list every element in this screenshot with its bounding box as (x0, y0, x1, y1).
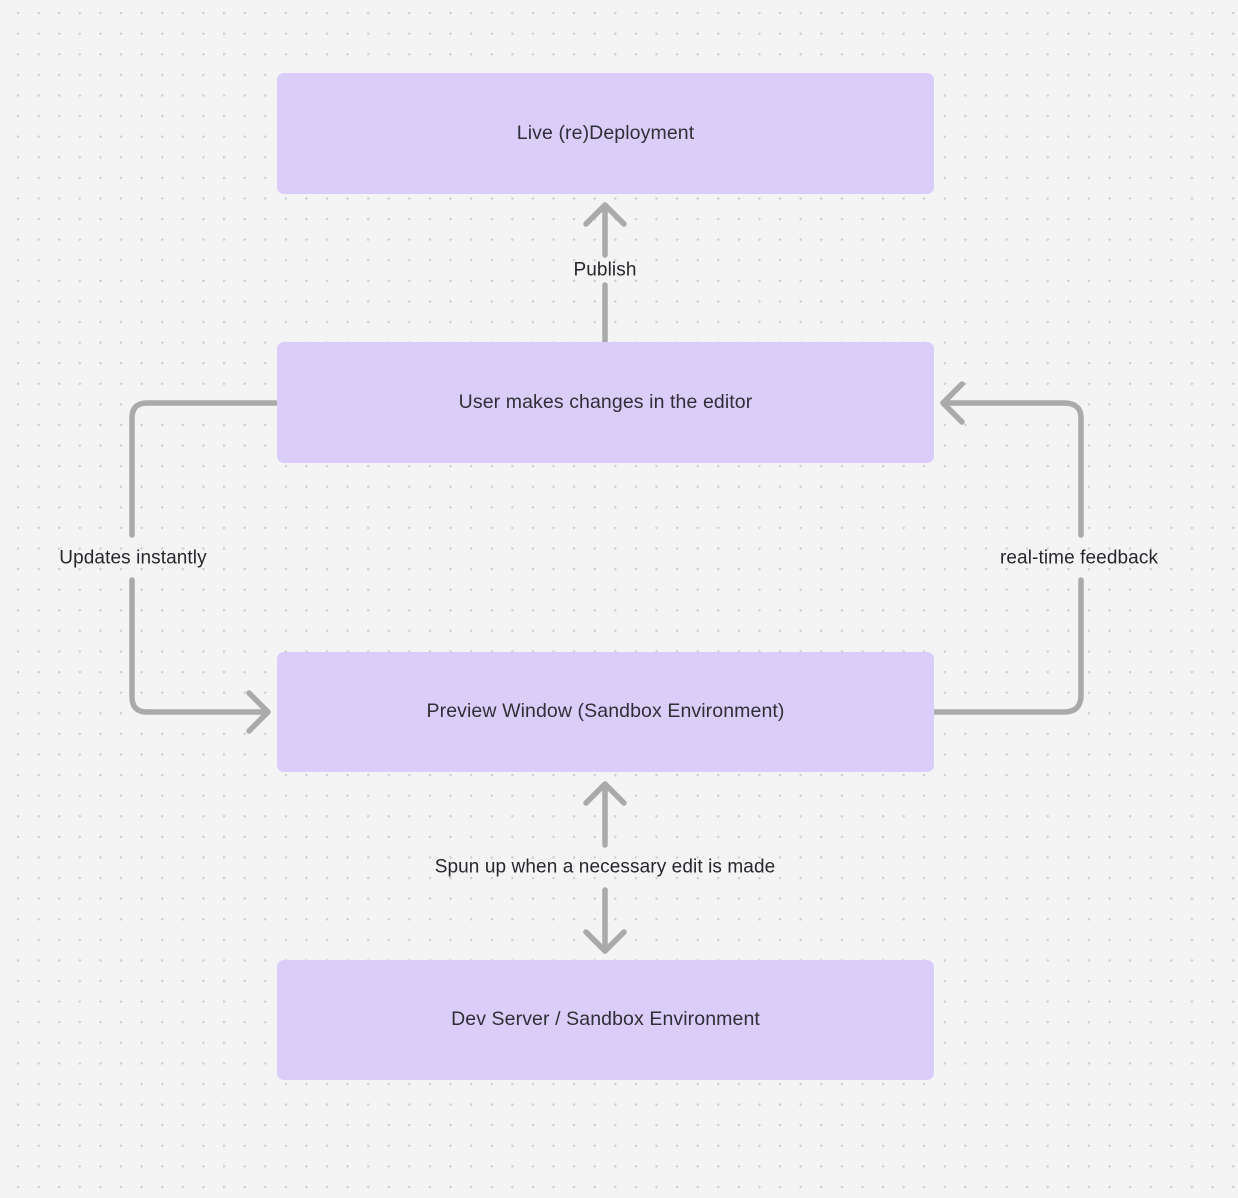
node-user-edits[interactable]: User makes changes in the editor (277, 342, 934, 463)
edge-feedback-upper-segment (940, 400, 1084, 538)
edge-updates-arrowhead (246, 690, 271, 734)
edge-label-spun-up: Spun up when a necessary edit is made (434, 856, 776, 878)
edge-updates-upper-segment (129, 400, 280, 538)
edge-spunup-down-arrowhead (583, 929, 627, 954)
edge-spunup-up-arrowhead (583, 781, 627, 806)
node-label: User makes changes in the editor (458, 390, 753, 413)
node-live-deployment[interactable]: Live (re)Deployment (277, 73, 934, 194)
edge-updates-lower-segment (129, 577, 271, 715)
edge-feedback-lower-segment (931, 577, 1084, 715)
node-preview-window[interactable]: Preview Window (Sandbox Environment) (277, 652, 934, 772)
edge-feedback-arrowhead (940, 381, 965, 425)
node-label: Dev Server / Sandbox Environment (451, 1008, 760, 1031)
node-label: Live (re)Deployment (516, 121, 695, 144)
node-label: Preview Window (Sandbox Environment) (426, 700, 785, 723)
edge-label-real-time-feedback: real-time feedback (999, 547, 1159, 569)
edge-label-publish: Publish (573, 259, 637, 281)
edge-label-updates-instantly: Updates instantly (59, 547, 207, 569)
edge-publish-arrowhead (583, 202, 627, 227)
node-dev-server[interactable]: Dev Server / Sandbox Environment (277, 960, 934, 1080)
